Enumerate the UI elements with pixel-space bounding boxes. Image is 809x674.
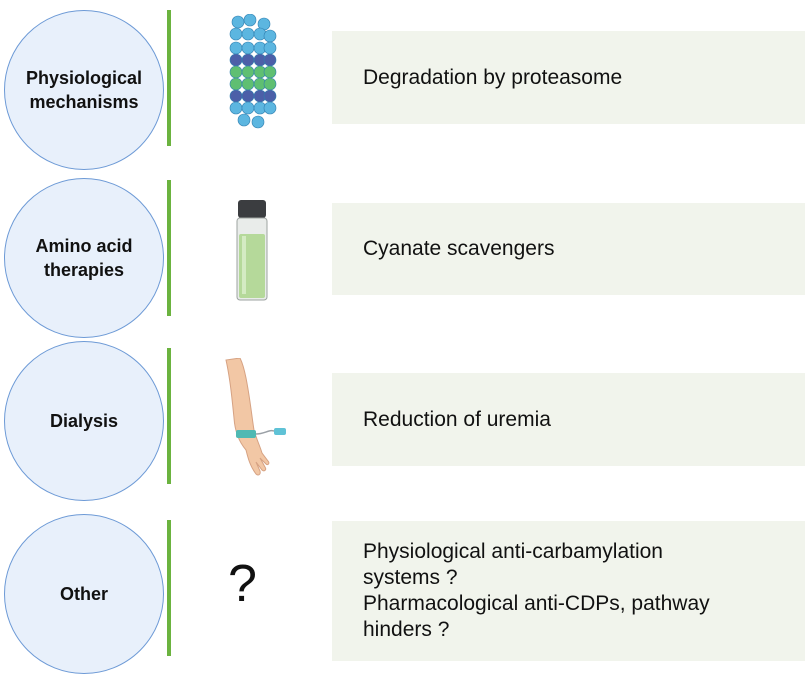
category-circle-other: Other xyxy=(4,514,164,674)
description-text: Degradation by proteasome xyxy=(363,65,623,89)
proteasome-icon xyxy=(229,14,277,129)
arm-iv-icon xyxy=(225,358,286,476)
description-box: Degradation by proteasome xyxy=(332,31,805,124)
vial-icon xyxy=(236,200,268,301)
row-dialysis: Dialysis Reduction of uremia xyxy=(0,340,809,510)
row-physiological-mechanisms: Physiological mechanisms Degradation by … xyxy=(0,0,809,170)
question-mark-icon: ? xyxy=(228,555,257,613)
divider-line xyxy=(167,10,171,146)
category-label: Dialysis xyxy=(49,411,119,431)
row-other: Other ? Physiological anti-carbamylation… xyxy=(0,510,809,674)
divider-line xyxy=(167,180,171,316)
description-box: Cyanate scavengers xyxy=(332,203,805,295)
category-label: Other xyxy=(59,584,108,604)
divider-line xyxy=(167,348,171,484)
category-circle-physiological: Physiological mechanisms xyxy=(4,10,164,170)
description-box: Physiological anti-carbamylation systems… xyxy=(332,521,805,661)
description-box: Reduction of uremia xyxy=(332,373,805,466)
divider-line xyxy=(167,520,171,656)
row-amino-acid-therapies: Amino acid therapies Cyanate scavengers xyxy=(0,170,809,340)
category-label: Amino acid therapies xyxy=(35,236,133,280)
description-text: Cyanate scavengers xyxy=(363,237,555,260)
description-text: Reduction of uremia xyxy=(363,407,551,431)
description-text: Physiological anti-carbamylation systems… xyxy=(363,540,710,641)
category-circle-dialysis: Dialysis xyxy=(4,341,164,501)
category-circle-amino-acid: Amino acid therapies xyxy=(4,178,164,338)
category-label: Physiological mechanisms xyxy=(25,68,143,112)
